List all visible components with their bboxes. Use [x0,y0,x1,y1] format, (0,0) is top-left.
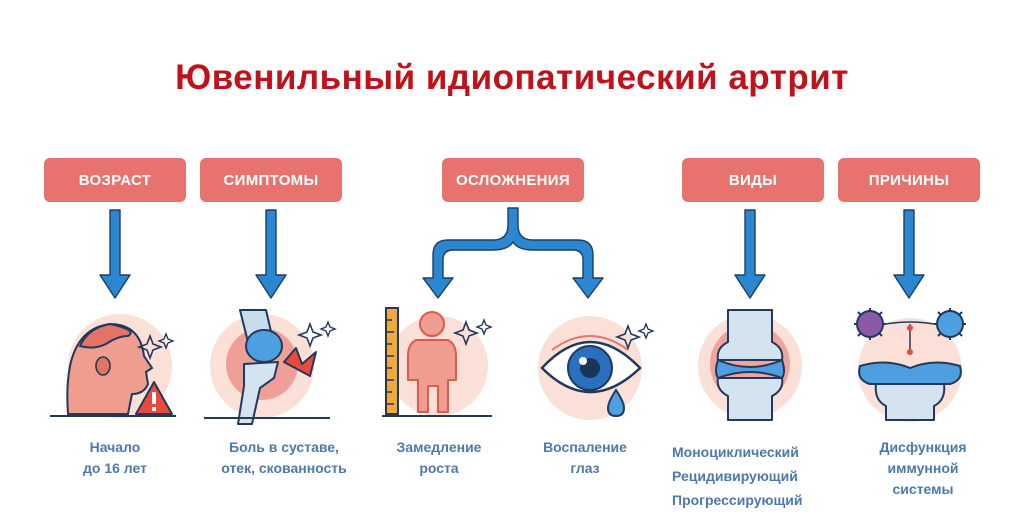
child-head-warning-icon [50,314,176,418]
caption-eyes: Воспаление глаз [543,439,627,476]
joint-icon [698,309,802,421]
height-ruler-child-icon [382,307,493,417]
box-causes: ПРИЧИНЫ [838,158,980,202]
caption-symptoms: Боль в суставе, отек, скованность [221,439,347,476]
caption-age: Начало до 16 лет [83,439,147,476]
type-item: Рецидивирующий [672,468,798,484]
immune-cells-icon [854,308,966,422]
box-complications: ОСЛОЖНЕНИЯ [442,158,584,202]
page-title: Ювенильный идиопатический артрит [175,58,849,97]
arrow-symptoms [255,209,287,299]
arrow-complications-fork [422,207,604,299]
type-item: Прогрессирующий [672,492,803,508]
arrow-types [734,209,766,299]
arrow-age [99,209,131,299]
inflamed-eye-icon [538,316,655,420]
arrow-causes [893,209,925,299]
box-types: ВИДЫ [682,158,824,202]
box-symptoms: СИМПТОМЫ [200,158,342,202]
box-age: ВОЗРАСТ [44,158,186,202]
type-item: Моноциклический [672,444,799,460]
caption-causes: Дисфункция иммунной системы [879,439,967,497]
inflamed-knee-icon [204,309,337,425]
caption-growth: Замедление роста [396,439,482,476]
caption-types: Моноциклический Рецидивирующий Прогресси… [672,440,842,512]
